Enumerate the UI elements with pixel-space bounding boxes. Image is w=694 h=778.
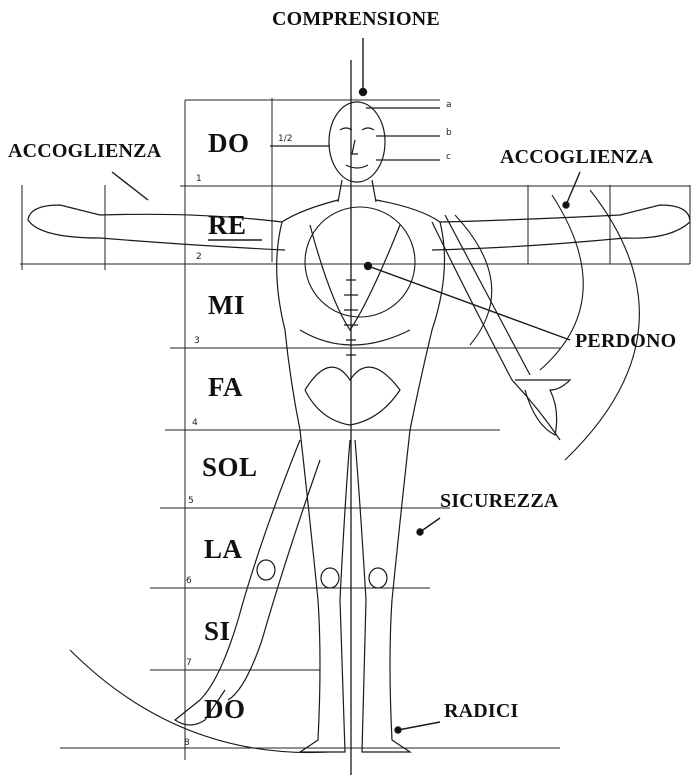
note-sol: SOL [202, 452, 258, 483]
note-fa: FA [208, 372, 243, 403]
head-drawing [270, 102, 440, 202]
note-si: SI [204, 616, 231, 647]
scale-mark-4: 4 [192, 418, 198, 428]
note-do-top: DO [208, 128, 250, 159]
half-mark: 1/2 [278, 134, 292, 144]
arms-drawing [28, 205, 690, 440]
torso-drawing [277, 200, 445, 430]
arcs [70, 190, 639, 753]
pointers [112, 38, 580, 733]
note-la: LA [204, 534, 243, 565]
scale-mark-8: 8 [184, 738, 190, 748]
head-mark-c: c [446, 152, 451, 162]
label-comprensione: COMPRENSIONE [272, 8, 440, 31]
label-sicurezza: SICUREZZA [440, 490, 559, 513]
proportion-grid [20, 98, 690, 760]
head-mark-b: b [446, 128, 452, 138]
scale-mark-3: 3 [194, 336, 200, 346]
head-mark-a: a [446, 100, 452, 110]
scale-mark-6: 6 [186, 576, 192, 586]
scale-mark-7: 7 [186, 658, 192, 668]
label-accoglienza-left: ACCOGLIENZA [8, 140, 161, 163]
note-re: RE [208, 210, 247, 241]
scale-mark-1: 1 [196, 174, 202, 184]
note-mi: MI [208, 290, 245, 321]
scale-mark-5: 5 [188, 496, 194, 506]
scale-mark-2: 2 [196, 252, 202, 262]
label-radici: RADICI [444, 700, 519, 723]
label-accoglienza-right: ACCOGLIENZA [500, 146, 653, 169]
note-do-bottom: DO [204, 694, 246, 725]
label-perdono: PERDONO [575, 330, 676, 353]
